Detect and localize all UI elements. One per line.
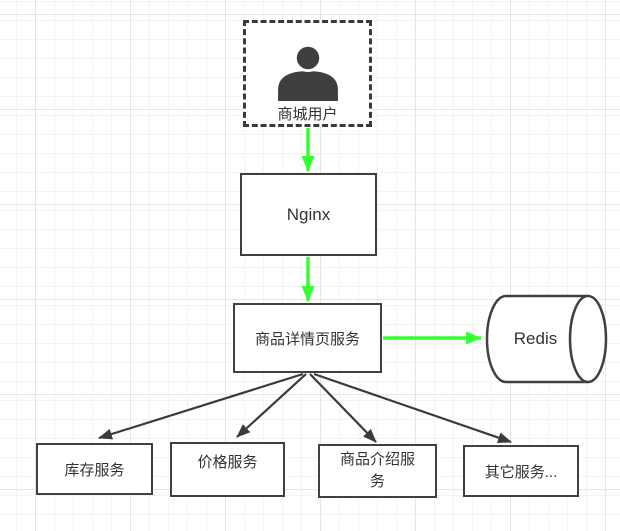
node-intro-service: 商品介绍服务	[318, 444, 437, 498]
node-label-nginx: Nginx	[286, 204, 331, 224]
node-inventory-service: 库存服务	[36, 443, 153, 495]
node-detail-service: 商品详情页服务	[233, 303, 382, 373]
node-label-other-services: 其它服务...	[484, 463, 558, 481]
node-label-detail-service: 商品详情页服务	[254, 330, 360, 348]
node-nginx: Nginx	[240, 173, 377, 256]
person-icon	[277, 43, 338, 101]
node-other-services: 其它服务...	[463, 445, 579, 497]
node-redis: Redis	[485, 294, 608, 384]
node-label-mall-user: 商城用户	[277, 106, 338, 123]
edge-detail-intro	[309, 373, 377, 443]
node-label-price-service: 价格服务	[197, 454, 258, 471]
node-label-redis: Redis	[513, 329, 558, 348]
edge-detail-price	[236, 373, 307, 438]
edge-detail-other	[313, 372, 512, 444]
node-mall-user: 商城用户	[243, 20, 372, 127]
node-label-intro-service: 商品介绍服务	[339, 451, 415, 490]
cylinder-shape	[485, 294, 608, 384]
edge-detail-inventory	[98, 372, 304, 440]
node-label-inventory-service: 库存服务	[64, 461, 125, 479]
node-price-service: 价格服务	[170, 442, 285, 497]
